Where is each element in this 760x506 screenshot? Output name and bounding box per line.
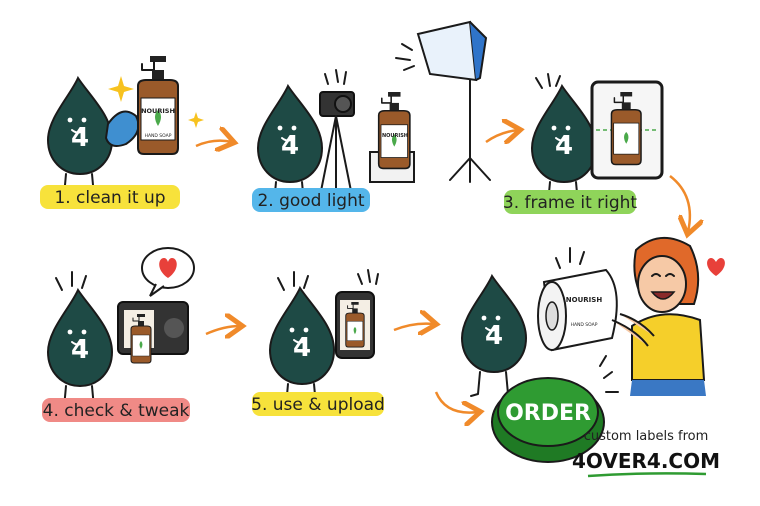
mascot-number: 4 (555, 131, 573, 161)
mascot-number: 4 (281, 131, 299, 161)
heart-icon (159, 258, 177, 278)
sparkle-icon (108, 76, 134, 102)
arrow-icon (669, 175, 690, 232)
heart-icon (707, 258, 725, 276)
arrow-icon (195, 141, 232, 146)
mascot-number: 4 (71, 123, 89, 153)
final-scene: 4 NOURISH HAND SOAP (461, 237, 725, 397)
happy-customer (611, 237, 706, 396)
step-5-highlight (252, 392, 384, 416)
arrow-icon (393, 324, 434, 330)
cta-brand[interactable]: 4OVER4.COM (572, 449, 720, 473)
mascot-number: 4 (71, 335, 89, 365)
step-4-label: 4. check & tweak (43, 401, 190, 421)
step-4-scene: 4 4. check & tweak (42, 247, 195, 422)
step-5-label: 5. use & upload (251, 395, 385, 415)
step-4-highlight (42, 398, 190, 422)
step-5-scene: 4 5. use & upload (251, 269, 385, 416)
step-3-label: 3. frame it right (503, 193, 638, 213)
sparkle-icon (188, 112, 204, 128)
softbox-lamp-icon (416, 20, 478, 82)
cta-line: custom labels from (584, 429, 709, 444)
bottle-brand: NOURISH (141, 107, 175, 115)
order-button[interactable]: ORDER (491, 377, 605, 463)
arrow-icon (485, 130, 518, 142)
order-button-label: ORDER (505, 401, 591, 426)
step-1-highlight (40, 185, 180, 209)
bottle-brand: NOURISH (382, 133, 408, 139)
step-1-scene: 4 NOURISH HAND SOAP 1. clean it up (40, 55, 204, 209)
cloth-icon (104, 110, 140, 147)
step-3-highlight (504, 190, 636, 214)
arrow-icon (205, 326, 240, 334)
roll-brand: NOURISH (566, 296, 603, 304)
step-1-label: 1. clean it up (54, 188, 165, 208)
roll-product: HAND SOAP (571, 322, 598, 328)
step-3-scene: 4 3. frame it right (503, 73, 664, 214)
arrow-icon (434, 391, 478, 413)
soap-bottle-icon (377, 91, 411, 170)
bottle-product: HAND SOAP (145, 133, 172, 139)
soap-bottle-icon (137, 55, 179, 155)
tripod-icon (319, 115, 353, 197)
mascot-number: 4 (485, 321, 503, 351)
step-2-scene: 4 NOURISH 2. good light (252, 20, 491, 212)
step-2-label: 2. good light (257, 191, 364, 211)
mascot-number: 4 (293, 333, 311, 363)
step-2-highlight (252, 188, 370, 212)
cta-underline (587, 472, 707, 478)
